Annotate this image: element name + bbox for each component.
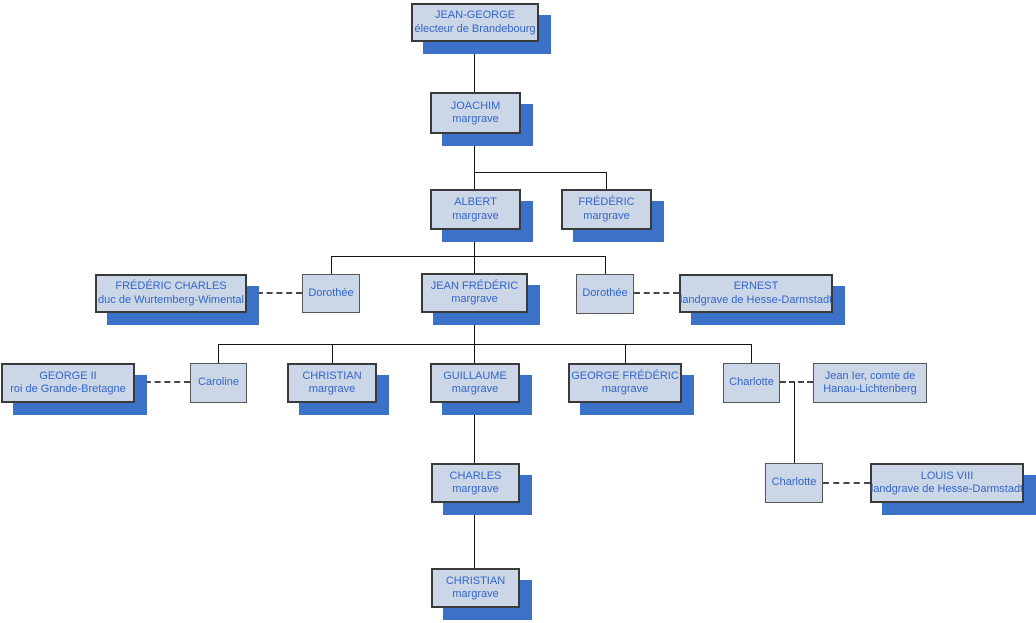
person-title: margrave xyxy=(308,383,356,395)
person-name: Dorothée xyxy=(308,286,354,299)
connector-parent-child xyxy=(474,344,475,363)
person-name: Charlotte xyxy=(771,476,817,489)
connector-parent-child xyxy=(474,403,475,463)
person-title: électeur de Brandebourg xyxy=(414,22,536,35)
connector-parent-child xyxy=(606,172,607,189)
node-jean-george[interactable]: JEAN-GEORGE électeur de Brandebourg xyxy=(411,3,539,42)
person-title: margrave xyxy=(452,483,499,495)
person-name: GEORGE II xyxy=(39,369,97,382)
connector-parent-child xyxy=(474,313,475,344)
person-name: Jean Ier, comte de xyxy=(824,369,916,382)
connector-parent-child xyxy=(794,382,795,463)
node-george-ii[interactable]: GEORGE II roi de Grande-Bretagne xyxy=(1,363,135,403)
person-name: JOACHIM xyxy=(450,99,501,112)
node-albert[interactable]: ALBERT margrave xyxy=(430,189,521,230)
person-title: landgrave de Hesse-Darmstadt xyxy=(679,293,833,306)
node-charlotte-1[interactable]: Charlotte xyxy=(723,363,780,403)
node-frederic-charles[interactable]: FRÉDÉRIC CHARLES duc de Wurtemberg-Wimen… xyxy=(95,274,247,313)
person-title: margrave xyxy=(451,383,499,395)
connector-marriage xyxy=(135,381,190,383)
person-title: Hanau-Lichtenberg xyxy=(823,383,917,395)
connector-parent-child xyxy=(605,256,606,274)
node-frederic[interactable]: FRÉDÉRIC margrave xyxy=(561,189,652,230)
person-name: JEAN-GEORGE xyxy=(434,9,516,21)
connector-parent-child xyxy=(332,344,333,363)
connector-parent-child xyxy=(474,503,475,568)
person-title: margrave xyxy=(452,209,499,222)
connector-sibling-rail xyxy=(474,172,606,173)
connector-marriage xyxy=(634,292,679,294)
person-name: Charlotte xyxy=(729,376,774,389)
person-name: GEORGE FRÉDÉRIC xyxy=(571,369,679,382)
node-dorothee-1[interactable]: Dorothée xyxy=(302,274,360,313)
person-name: GUILLAUME xyxy=(443,369,507,382)
person-title: margrave xyxy=(452,588,499,600)
person-name: LOUIS VIII xyxy=(920,469,974,482)
person-name: Dorothée xyxy=(582,287,628,300)
connector-marriage xyxy=(247,292,302,294)
person-name: Caroline xyxy=(198,376,239,389)
connector-marriage xyxy=(780,381,813,383)
node-caroline[interactable]: Caroline xyxy=(190,363,247,403)
person-title: landgrave de Hesse-Darmstadt xyxy=(870,483,1024,495)
person-title: margrave xyxy=(451,293,498,305)
node-dorothee-2[interactable]: Dorothée xyxy=(576,274,634,314)
connector-parent-child xyxy=(474,230,475,256)
connector-parent-child xyxy=(474,172,475,189)
connector-sibling-rail xyxy=(218,344,752,345)
node-joachim[interactable]: JOACHIM margrave xyxy=(430,92,521,134)
person-name: ALBERT xyxy=(454,196,497,208)
connector-parent-child xyxy=(218,344,219,363)
node-charles[interactable]: CHARLES margrave xyxy=(431,463,520,503)
person-name: CHRISTIAN xyxy=(445,574,506,587)
person-name: CHARLES xyxy=(449,469,502,482)
connector-parent-child xyxy=(331,256,332,274)
connector-parent-child xyxy=(474,42,475,92)
node-george-frederic[interactable]: GEORGE FRÉDÉRIC margrave xyxy=(568,363,682,403)
person-name: FRÉDÉRIC CHARLES xyxy=(115,280,227,292)
node-jean-frederic[interactable]: JEAN FRÉDÉRIC margrave xyxy=(421,273,528,313)
person-title: margrave xyxy=(583,209,630,222)
person-name: CHRISTIAN xyxy=(302,369,362,382)
node-ernest[interactable]: ERNEST landgrave de Hesse-Darmstadt xyxy=(679,274,833,313)
node-christian-2[interactable]: CHRISTIAN margrave xyxy=(431,568,520,608)
node-guillaume[interactable]: GUILLAUME margrave xyxy=(430,363,520,403)
connector-sibling-rail xyxy=(331,256,605,257)
connector-marriage xyxy=(823,482,870,484)
person-name: ERNEST xyxy=(733,280,779,292)
connector-parent-child xyxy=(751,344,752,363)
person-title: roi de Grande-Bretagne xyxy=(10,383,126,395)
connector-parent-child xyxy=(474,256,475,273)
connector-parent-child xyxy=(474,134,475,172)
person-name: FRÉDÉRIC xyxy=(578,196,635,208)
person-title: duc de Wurtemberg-Wimental xyxy=(98,293,244,306)
node-jean-ier[interactable]: Jean Ier, comte de Hanau-Lichtenberg xyxy=(813,363,927,403)
person-name: JEAN FRÉDÉRIC xyxy=(430,279,519,292)
node-louis-viii[interactable]: LOUIS VIII landgrave de Hesse-Darmstadt xyxy=(870,463,1024,503)
connector-parent-child xyxy=(625,344,626,363)
person-title: margrave xyxy=(452,113,499,125)
node-christian-1[interactable]: CHRISTIAN margrave xyxy=(287,363,377,403)
person-title: margrave xyxy=(601,383,649,395)
node-charlotte-2[interactable]: Charlotte xyxy=(765,463,823,503)
